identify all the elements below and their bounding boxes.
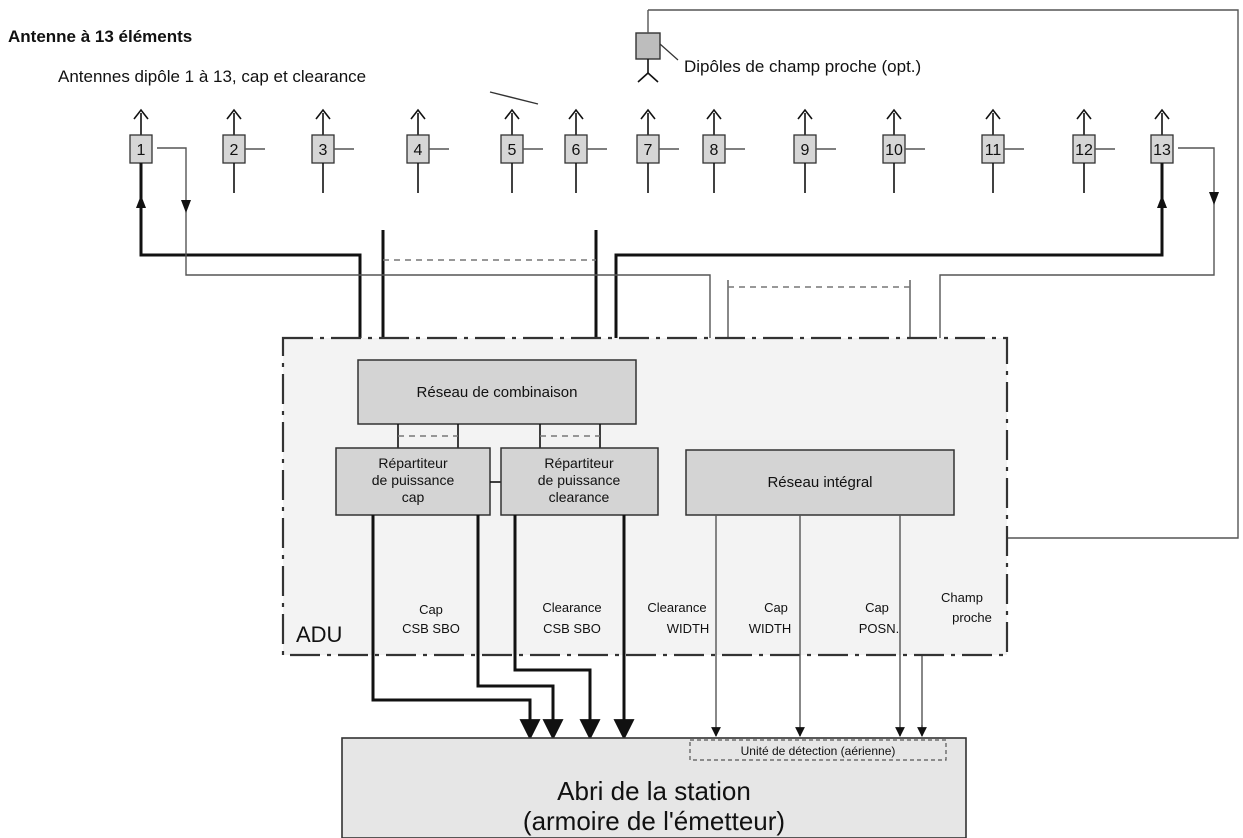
signal-near-field-line2: proche — [952, 610, 992, 625]
antenna-element: 4 — [406, 108, 449, 193]
antenna-element: 10 — [882, 108, 925, 193]
integral-network-label: Réseau intégral — [767, 474, 872, 491]
antenna-number: 9 — [801, 142, 810, 159]
clearance-splitter-line-3: clearance — [549, 489, 610, 505]
clearance-splitter-line-1: Répartiteur — [544, 455, 614, 471]
antenna-subtitle: Antennes dipôle 1 à 13, cap et clearance — [58, 67, 366, 86]
signal-near-field-line1: Champ — [941, 590, 983, 605]
course-csb-output — [371, 515, 541, 741]
antenna-number: 12 — [1075, 142, 1093, 159]
station-shelter-title: Abri de la station — [557, 776, 751, 806]
antenna-number: 1 — [137, 142, 146, 159]
clearance-splitter-line-2: de puissance — [538, 472, 621, 488]
detection-unit-label: Unité de détection (aérienne) — [741, 744, 896, 758]
antenna-number: 4 — [414, 142, 423, 159]
signal-course-csb-sbo-line1: Cap — [419, 602, 443, 617]
signal-course-width-line1: Cap — [764, 600, 788, 615]
antenna-element: 12 — [1072, 108, 1115, 193]
signal-clearance-csb-sbo-line2: CSB SBO — [543, 621, 601, 636]
clearance-csb-output — [513, 515, 601, 741]
clearance-power-splitter-box — [500, 447, 659, 516]
antenna-element: 1 — [129, 108, 153, 164]
monitor-line-13 — [939, 147, 1215, 450]
signal-course-csb-sbo-line2: CSB SBO — [402, 621, 460, 636]
antenna-element: 9 — [793, 108, 836, 193]
signal-clearance-width-line1: Clearance — [647, 600, 706, 615]
antenna-number: 2 — [230, 142, 239, 159]
antenna-number: 3 — [319, 142, 328, 159]
monitor-line-1 — [157, 147, 711, 450]
antenna-element: 13 — [1150, 108, 1174, 164]
course-splitter-line-2: de puissance — [372, 472, 455, 488]
antenna-element: 3 — [311, 108, 354, 193]
antenna-number: 7 — [644, 142, 653, 159]
feed-line-1 — [139, 163, 362, 360]
station-shelter-subtitle: (armoire de l'émetteur) — [523, 806, 785, 836]
station-shelter-box — [341, 737, 967, 838]
antenna-number: 11 — [985, 142, 1002, 159]
integral-network-box — [685, 449, 955, 516]
antenna-number: 6 — [572, 142, 581, 159]
combining-network-box — [357, 359, 637, 425]
signal-clearance-csb-sbo-line1: Clearance — [542, 600, 601, 615]
course-power-splitter-box — [335, 447, 491, 516]
antenna-number: 13 — [1153, 142, 1171, 159]
subtitle-pointer — [489, 91, 539, 105]
course-sbo-output — [476, 515, 564, 741]
course-splitter-line-1: Répartiteur — [378, 455, 448, 471]
near-field-dipole-label: Dipôles de champ proche (opt.) — [684, 57, 921, 76]
signal-course-width-line2: WIDTH — [749, 621, 792, 636]
adu-label: ADU — [296, 622, 342, 647]
feed-line-13 — [614, 163, 1164, 360]
detection-unit-box — [689, 739, 947, 761]
antenna-element: 6 — [564, 108, 607, 193]
antenna-element: 11 — [981, 108, 1024, 193]
signal-course-posn-line2: POSN. — [859, 621, 899, 636]
antenna-element: 5 — [500, 108, 543, 193]
antenna-number: 10 — [885, 142, 903, 159]
signal-course-posn-line1: Cap — [865, 600, 889, 615]
antenna-element: 7 — [636, 108, 679, 193]
antenna-element: 8 — [702, 108, 745, 193]
antenna-number: 8 — [710, 142, 719, 159]
antenna-element: 2 — [222, 108, 265, 193]
course-splitter-line-3: cap — [402, 489, 425, 505]
diagram-title: Antenne à 13 éléments — [8, 27, 192, 46]
signal-clearance-width-line2: WIDTH — [667, 621, 710, 636]
antenna-number: 5 — [508, 142, 517, 159]
combining-network-label: Réseau de combinaison — [417, 384, 578, 401]
